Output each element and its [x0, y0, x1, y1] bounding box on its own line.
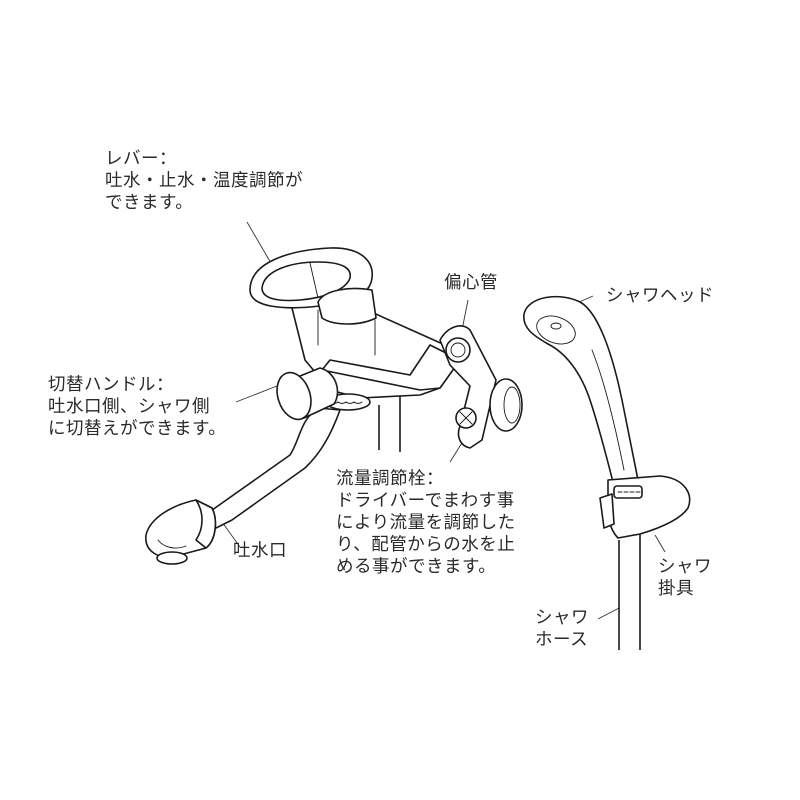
- eccentric-pipe: [439, 325, 523, 449]
- shower-head-label: シャワヘッド: [606, 286, 714, 306]
- eccentric-pipe-label: 偏心管: [444, 273, 498, 293]
- switch-handle-label-title: 切替ハンドル：: [48, 375, 174, 395]
- supply-pipes: [378, 392, 401, 452]
- shower-head: [523, 295, 641, 495]
- spout-label: 吐水口: [233, 541, 287, 561]
- flow-valve-label-line-1: ドライバーでまわす事: [336, 491, 515, 511]
- lever-label: レバー： 吐水・止水・温度調節が できます。: [105, 148, 303, 214]
- switch-handle-label: 切替ハンドル： 吐水口側、シャワ側 に切替えができます。: [48, 374, 226, 440]
- switch-handle: [276, 367, 339, 421]
- shower-holder-label: シャワ 掛具: [658, 557, 712, 599]
- lever-label-line-1: 吐水・止水・温度調節が: [105, 171, 303, 191]
- flow-valve-label-title: 流量調節栓：: [336, 469, 444, 489]
- lever-label-title: レバー：: [105, 149, 177, 169]
- flow-valve-label-line-2: により流量を調節した: [336, 513, 516, 533]
- shower-hose-label: シャワ ホース: [535, 608, 589, 650]
- lever: [249, 247, 377, 325]
- flow-valve-label: 流量調節栓： ドライバーでまわす事 により流量を調節した り、配管からの水を止 …: [336, 468, 516, 578]
- flow-valve-label-line-3: り、配管からの水を止: [336, 535, 516, 555]
- shower-holder: [599, 475, 691, 539]
- spout: [145, 407, 341, 565]
- switch-handle-label-line-1: 吐水口側、シャワ側: [48, 397, 210, 417]
- lever-label-line-2: できます。: [105, 193, 194, 213]
- flow-valve-label-line-4: める事ができます。: [336, 557, 497, 577]
- shower-hose: [618, 534, 641, 650]
- switch-handle-label-line-2: に切替えができます。: [48, 419, 227, 439]
